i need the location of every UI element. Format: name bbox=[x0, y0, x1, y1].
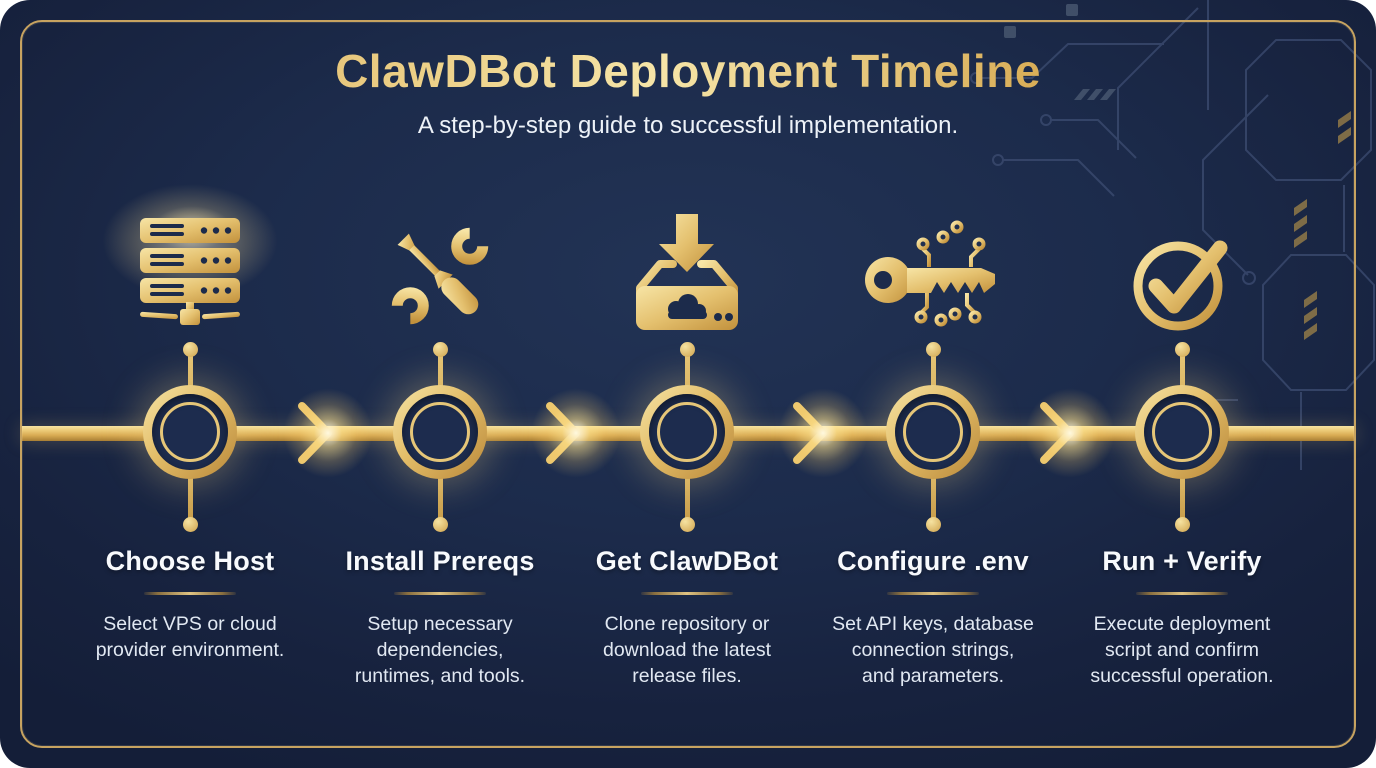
step-description: Set API keys, database connection string… bbox=[832, 613, 1034, 687]
arrow-right-icon bbox=[546, 402, 580, 464]
timeline-node bbox=[640, 385, 734, 479]
node-inner-ring bbox=[657, 402, 717, 462]
arrow-right-icon bbox=[1040, 402, 1074, 464]
node-inner-ring bbox=[160, 402, 220, 462]
download-icon bbox=[636, 214, 738, 330]
stem-terminal-dot bbox=[925, 342, 941, 357]
step-divider bbox=[1136, 592, 1228, 595]
timeline-node bbox=[393, 385, 487, 479]
step-icon-slot bbox=[813, 196, 1053, 332]
stem-terminal-dot bbox=[679, 517, 695, 532]
node-inner-ring bbox=[410, 402, 470, 462]
node-inner-ring bbox=[903, 402, 963, 462]
step-description: Clone repository or download the latest … bbox=[602, 613, 772, 687]
step-divider bbox=[641, 592, 733, 595]
server-icon bbox=[140, 218, 240, 325]
stem-terminal-dot bbox=[679, 342, 695, 357]
step-description: Execute deployment script and confirm su… bbox=[1090, 613, 1274, 687]
page-subtitle: A step-by-step guide to successful imple… bbox=[417, 112, 959, 139]
timeline-node bbox=[1135, 385, 1229, 479]
stem-terminal-dot bbox=[1174, 342, 1190, 357]
step-description: Setup necessary dependencies, runtimes, … bbox=[354, 613, 526, 687]
step-title: Get ClawDBot bbox=[595, 546, 779, 576]
step-5: Run + Verify Execute deployment script a… bbox=[1057, 546, 1307, 689]
check-icon bbox=[1133, 240, 1228, 331]
key-icon bbox=[865, 220, 995, 327]
timeline-node bbox=[143, 385, 237, 479]
stem-terminal-dot bbox=[182, 342, 198, 357]
step-3: Get ClawDBot Clone repository or downloa… bbox=[562, 546, 812, 689]
page-title: ClawDBot Deployment Timeline bbox=[0, 44, 1376, 98]
stem-terminal-dot bbox=[1174, 517, 1190, 532]
arrow-right-icon bbox=[793, 402, 827, 464]
step-icon-slot bbox=[70, 196, 310, 332]
step-title: Install Prereqs bbox=[345, 546, 535, 576]
step-icon-slot bbox=[567, 196, 807, 332]
stem-terminal-dot bbox=[925, 517, 941, 532]
step-icon-slot bbox=[320, 196, 560, 332]
header: ClawDBot Deployment Timeline A step-by-s… bbox=[0, 44, 1376, 140]
timeline-node bbox=[886, 385, 980, 479]
step-icon-slot bbox=[1062, 196, 1302, 332]
step-title: Configure .env bbox=[837, 546, 1029, 576]
node-inner-ring bbox=[1152, 402, 1212, 462]
step-divider bbox=[394, 592, 486, 595]
step-description: Select VPS or cloud provider environment… bbox=[95, 613, 285, 661]
step-1: Choose Host Select VPS or cloud provider… bbox=[65, 546, 315, 663]
step-4: Configure .env Set API keys, database co… bbox=[808, 546, 1058, 689]
tools-icon bbox=[391, 227, 489, 325]
step-title: Choose Host bbox=[105, 546, 275, 576]
step-divider bbox=[144, 592, 236, 595]
step-divider bbox=[887, 592, 979, 595]
step-title: Run + Verify bbox=[1102, 546, 1262, 576]
stem-terminal-dot bbox=[182, 517, 198, 532]
step-2: Install Prereqs Setup necessary dependen… bbox=[315, 546, 565, 689]
arrow-right-icon bbox=[298, 402, 332, 464]
stem-terminal-dot bbox=[432, 342, 448, 357]
stem-terminal-dot bbox=[432, 517, 448, 532]
